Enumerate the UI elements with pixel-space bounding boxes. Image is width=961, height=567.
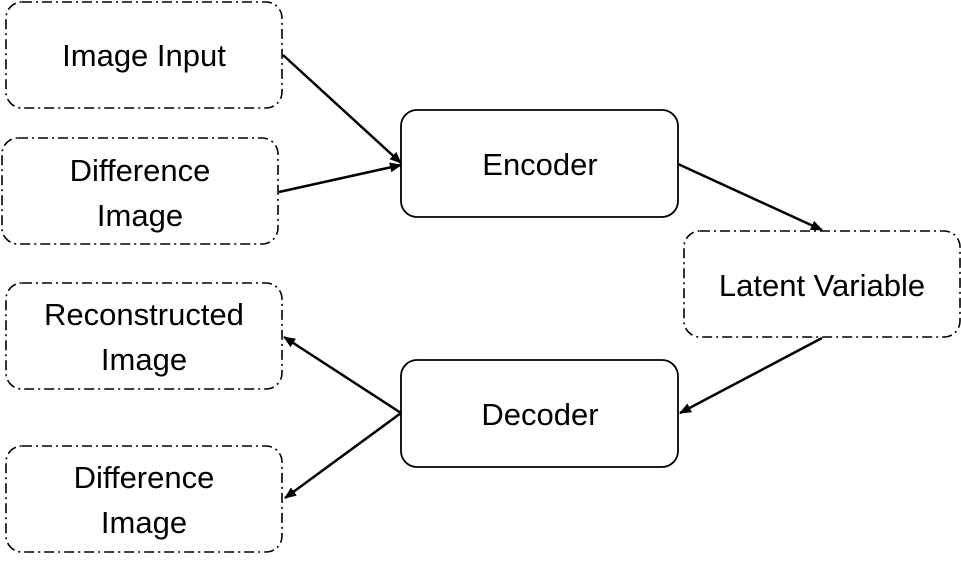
difference-image-input-node: Difference Image (1, 137, 279, 245)
difference-image-output-label-line1: Difference (74, 460, 215, 495)
decoder-node: Decoder (400, 359, 679, 468)
image-input-label: Image Input (62, 38, 226, 73)
difference-image-input-label-line2: Image (97, 198, 183, 233)
edge-decoder-to-difference-image (284, 411, 402, 500)
reconstructed-image-label-line2: Image (101, 342, 187, 377)
difference-image-output-label-line2: Image (101, 505, 187, 540)
difference-image-input-label-line1: Difference (70, 153, 211, 188)
latent-variable-label: Latent Variable (719, 268, 925, 303)
difference-image-output-node: Difference Image (5, 445, 283, 553)
encoder-label: Encoder (482, 147, 597, 182)
edge-latent-variable-to-decoder (679, 336, 823, 415)
image-input-node: Image Input (5, 1, 283, 109)
edges (278, 54, 823, 500)
edge-decoder-to-reconstructed-image (283, 335, 402, 415)
reconstructed-image-node: Reconstructed Image (5, 282, 283, 390)
edge-encoder-to-latent-variable (677, 162, 823, 232)
edge-image-input-to-encoder (282, 54, 402, 164)
latent-variable-node: Latent Variable (683, 230, 961, 338)
encoder-node: Encoder (400, 109, 679, 218)
edge-difference-image-to-encoder (278, 162, 402, 194)
decoder-label: Decoder (481, 397, 598, 432)
reconstructed-image-label-line1: Reconstructed (44, 297, 244, 332)
